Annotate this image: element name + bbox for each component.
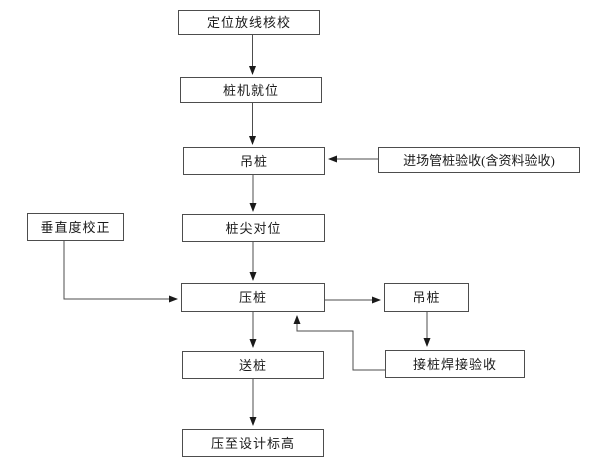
node-pile-rig-in-place: 桩机就位: [180, 77, 322, 103]
node-incoming-pipe-pile-acceptance: 进场管桩验收(含资料验收): [378, 147, 580, 173]
node-verticality-correction: 垂直度校正: [27, 213, 124, 241]
node-press-to-design-elevation: 压至设计标高: [182, 429, 324, 457]
arrow-weld-back-to-press: [293, 315, 385, 371]
node-hoist-pile: 吊桩: [183, 147, 325, 175]
arrow-verticality-to-press: [63, 241, 178, 303]
node-positioning-line-check: 定位放线核校: [178, 10, 320, 35]
node-pile-splice-weld-acceptance: 接桩焊接验收: [385, 350, 525, 378]
node-follower-pile: 送桩: [182, 351, 324, 379]
node-press-pile: 压桩: [181, 283, 325, 312]
node-pile-tip-alignment: 桩尖对位: [182, 214, 325, 242]
node-hoist-pile-2: 吊桩: [384, 283, 469, 312]
